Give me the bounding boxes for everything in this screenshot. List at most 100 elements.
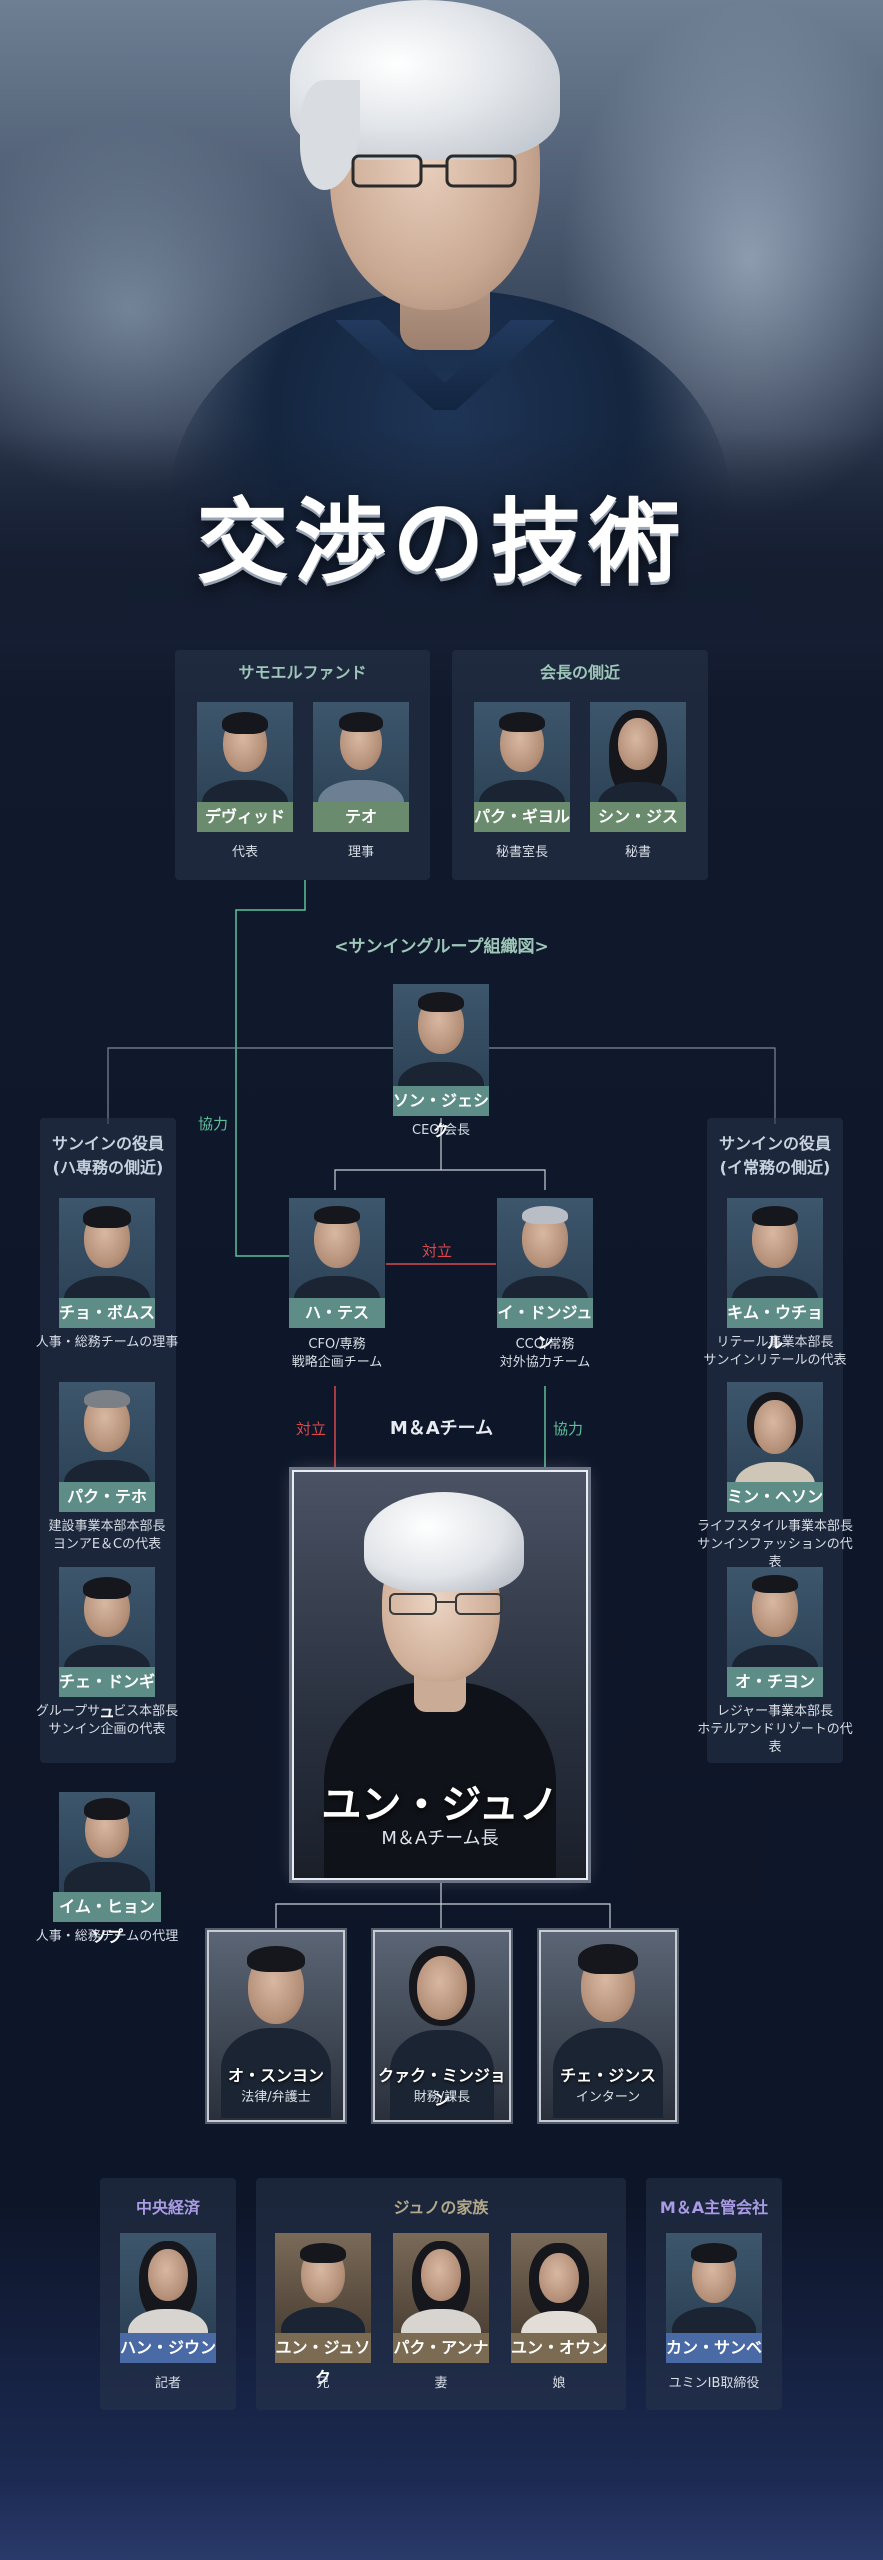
group-title: 会長の側近 [539,663,620,682]
person-card[interactable]: デヴィッド 代表 [197,702,293,860]
person-role: サンイン企画の代表 [48,1722,166,1737]
person-card[interactable]: ミン・ヘソン ライフスタイル事業本部長 サンインファッションの代表 [697,1382,853,1570]
person-name: テオ [313,802,409,832]
person-role: 人事・総務チームの代理 [35,1929,179,1944]
person-name: パク・ギヨル [474,802,570,832]
person-name: クァク・ミンジョン [378,2066,506,2109]
person-name: カン・サンベ [666,2333,762,2363]
portrait [727,1382,823,1500]
org-chart-title: <サンイングループ組織図> [334,937,549,957]
label-cooperation: 協力 [198,1115,229,1133]
group-title: M＆A主管会社 [659,2198,769,2217]
person-role: 娘 [552,2376,566,2391]
person-card[interactable]: シン・ジス 秘書 [590,702,686,860]
person-name: ハ・テス [289,1298,385,1328]
person-role: CFO/専務 [308,1337,366,1352]
person-role: 秘書 [624,845,651,860]
person-card[interactable]: チョ・ボムス 人事・総務チームの理事 [36,1198,178,1350]
person-name: パク・テホ [59,1482,155,1512]
line-ceo-branch [334,1169,546,1190]
person-name: ソン・ジェシク [393,1086,489,1140]
portrait [375,1932,509,2120]
person-name: チェ・ジンス [560,2066,656,2085]
group-title: ジュノの家族 [393,2198,489,2217]
team-card[interactable]: クァク・ミンジョン 財務/課長 [375,1932,509,2120]
person-role: レジャー事業本部長 [716,1704,834,1719]
page-title: 交渉の技術 [196,489,687,596]
person-role: サンインリテールの代表 [703,1353,847,1368]
group-title: サンインの役員 [718,1134,831,1153]
person-card[interactable]: カン・サンベ ユミンIB取締役 [666,2233,762,2391]
person-role: 秘書室長 [495,845,548,860]
person-name: オ・チヨン [727,1667,823,1697]
person-role: 理事 [347,845,374,860]
person-card[interactable]: オ・チヨン レジャー事業本部長 ホテルアンドリゾートの代表 [697,1567,853,1755]
person-role: 法律/弁護士 [241,2090,311,2105]
portrait [59,1567,155,1685]
person-card[interactable]: パク・アンナ 妻 [393,2233,489,2391]
person-role: 妻 [434,2376,448,2391]
portrait [209,1932,343,2120]
person-card[interactable]: テオ 理事 [313,702,409,860]
person-role: リテール事業本部長 [716,1335,834,1350]
person-name: ユン・オウン [511,2333,607,2363]
person-name: オ・スンヨン [227,2066,324,2085]
portrait [120,2233,216,2339]
label-opposition: 対立 [422,1242,453,1260]
person-name: イ・ドンジュン [497,1298,593,1352]
portrait [59,1792,155,1892]
person-card-ha[interactable]: ハ・テス CFO/専務 戦略企画チーム [289,1198,385,1370]
ma-team-label: M＆Aチーム [389,1418,494,1439]
person-card[interactable]: イム・ヒョンソプ 人事・総務チームの代理 [36,1792,178,1946]
portrait [275,2233,371,2339]
portrait [541,1932,675,2120]
person-name: ハン・ジウン [120,2333,216,2363]
group-title: 中央経済 [135,2198,200,2217]
person-name: シン・ジス [590,802,686,832]
person-card[interactable]: キム・ウチョル リテール事業本部長 サンインリテールの代表 [703,1198,847,1368]
protagonist-name: ユン・ジュノ [321,1782,559,1828]
glasses-icon [389,1593,503,1615]
person-name: デヴィッド [197,802,293,832]
hero-banner [0,0,883,640]
person-role: ホテルアンドリゾートの代表 [697,1722,853,1755]
person-card[interactable]: ユン・ジュソク 兄 [275,2233,371,2391]
protagonist-card[interactable]: ユン・ジュノ M＆Aチーム長 [294,1472,586,1878]
team-card[interactable]: チェ・ジンス インターン [541,1932,675,2120]
group-subtitle: (ハ専務の側近) [52,1158,164,1177]
person-card[interactable]: パク・ギヨル 秘書室長 [474,702,570,860]
portrait [590,702,686,820]
portrait [511,2233,607,2339]
person-card-ceo[interactable]: ソン・ジェシク CEO/会長 [393,984,489,1140]
person-name: ユン・ジュソク [275,2333,371,2387]
person-role: 建設事業本部本部長 [48,1519,166,1534]
person-role: 戦略企画チーム [291,1355,383,1370]
label-cooperation: 協力 [553,1420,584,1438]
person-role: サンインファッションの代表 [697,1537,853,1570]
portrait [393,2233,489,2339]
person-role: CCO/常務 [515,1337,575,1352]
person-name: パク・アンナ [393,2333,489,2363]
person-name: ミン・ヘソン [727,1482,823,1512]
person-card[interactable]: チェ・ドンギュ グループサービス本部長 サンイン企画の代表 [36,1567,178,1737]
person-role: 対外協力チーム [499,1355,591,1370]
person-role: 記者 [154,2376,181,2391]
portrait [197,702,293,820]
person-role: 代表 [231,845,258,860]
person-role: グループサービス本部長 [35,1704,179,1719]
portrait [666,2233,762,2339]
team-card[interactable]: オ・スンヨン 法律/弁護士 [209,1932,343,2120]
person-card-lee[interactable]: イ・ドンジュン CCO/常務 対外協力チーム [497,1198,593,1370]
person-card[interactable]: ユン・オウン 娘 [511,2233,607,2391]
person-name: キム・ウチョル [727,1298,823,1352]
portrait [289,1198,385,1316]
group-subtitle: (イ常務の側近) [719,1158,831,1177]
person-card[interactable]: パク・テホ 建設事業本部本部長 ヨンアE＆Cの代表 [48,1382,166,1552]
person-role: 兄 [316,2376,330,2391]
person-card[interactable]: ハン・ジウン 記者 [120,2233,216,2391]
person-role: 人事・総務チームの理事 [35,1335,179,1350]
portrait [59,1382,155,1500]
group-title: サモエルファンド [238,663,367,682]
group-title: サンインの役員 [51,1134,164,1153]
